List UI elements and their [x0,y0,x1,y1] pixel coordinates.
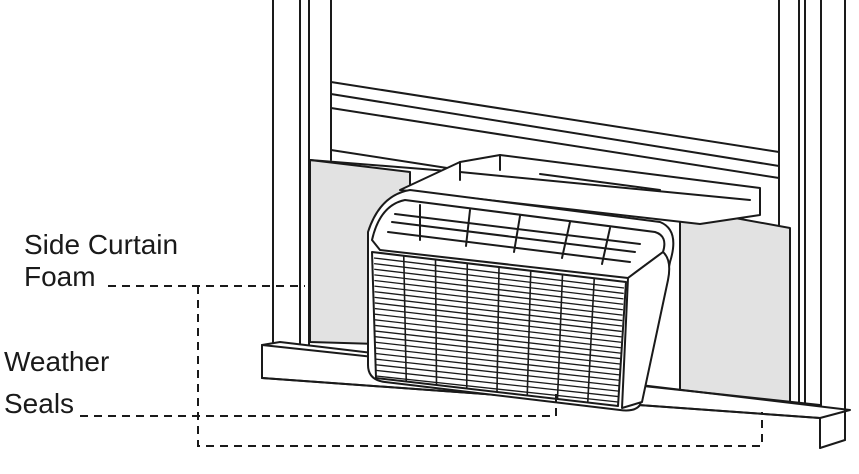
leader-line-weather-seals [80,390,557,417]
label-weather-seals-line1: Weather [4,346,110,377]
label-side-curtain-line1: Side Curtain [24,229,179,260]
right-foam-panel [679,207,791,409]
label-weather-seals-line2: Seals [4,388,75,419]
leader-line-side-curtain-foam-right [197,286,763,447]
ac-rear-housing [399,154,761,225]
grille-columns [402,255,596,403]
label-side-curtain-line2: Foam [24,261,96,292]
window-frame [272,0,846,411]
